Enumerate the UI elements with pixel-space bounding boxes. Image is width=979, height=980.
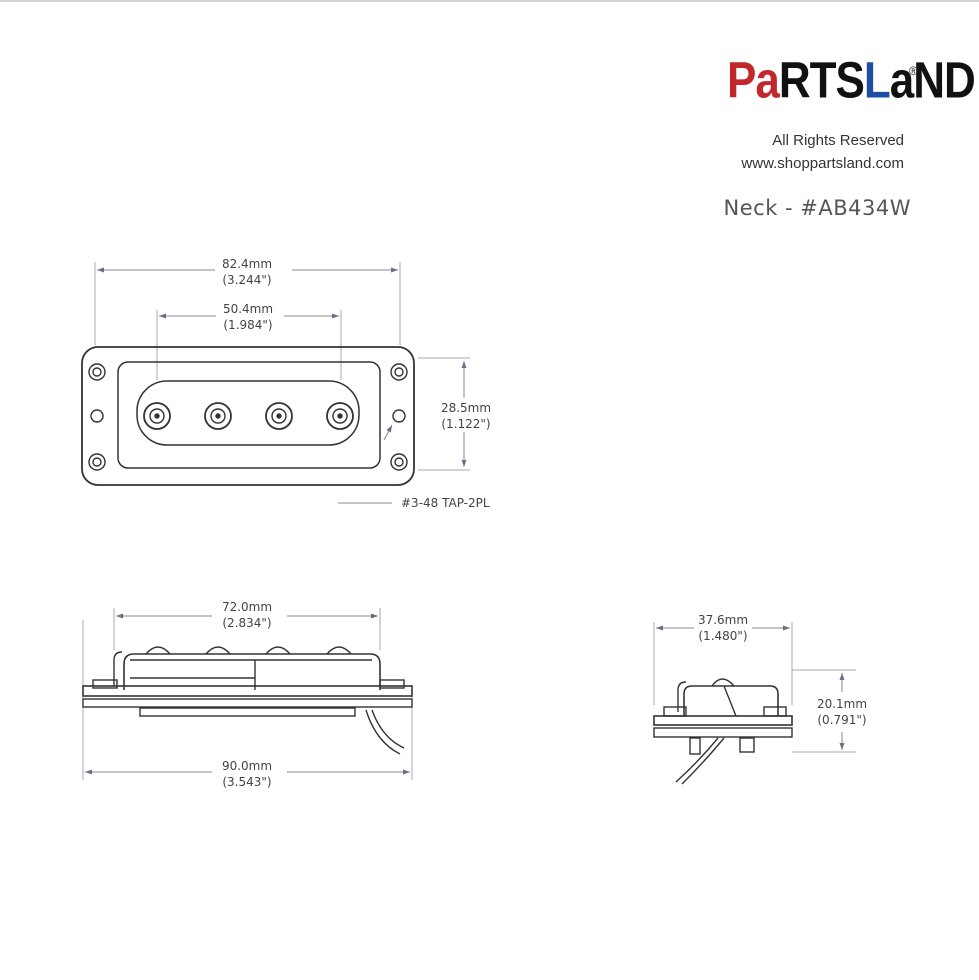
dim-1-480in: (1.480") <box>698 629 747 643</box>
logo-letter: R <box>778 52 811 109</box>
top-dimension-lines <box>97 267 467 504</box>
website-link[interactable]: www.shoppartsland.com <box>741 155 904 172</box>
logo-letter: a <box>889 52 915 109</box>
dim-20-1mm: 20.1mm <box>817 697 867 711</box>
mount-hole <box>90 409 104 423</box>
dim-50-4mm: 50.4mm <box>223 302 273 316</box>
end-cover <box>683 685 779 716</box>
end-ring-plate <box>653 715 793 726</box>
dim-82-4mm: 82.4mm <box>222 257 272 271</box>
dim-3-244in: (3.244") <box>222 273 271 287</box>
end-dimension-lines <box>656 625 845 750</box>
screw-hole <box>88 363 106 381</box>
logo-letter: P <box>727 52 756 109</box>
pole-insert <box>136 380 360 446</box>
dim-28-5mm: 28.5mm <box>441 401 491 415</box>
model-label: Neck - #AB434W <box>723 196 911 220</box>
end-view <box>653 622 856 785</box>
dim-90-0mm: 90.0mm <box>222 759 272 773</box>
ring-plate <box>82 698 413 708</box>
dim-37-6mm: 37.6mm <box>698 613 748 627</box>
side-dimension-lines <box>85 613 410 775</box>
top-border <box>0 0 979 2</box>
pole-piece <box>326 402 354 430</box>
dim-2-834in: (2.834") <box>222 616 271 630</box>
ring-plate <box>82 685 413 697</box>
logo-letter: D <box>944 52 976 109</box>
screw-note: #3-48 TAP-2PL <box>401 496 490 510</box>
logo-letter: T <box>809 52 837 109</box>
rights-text: All Rights Reserved <box>772 132 904 149</box>
pole-piece <box>204 402 232 430</box>
logo-letter: S <box>835 52 865 109</box>
pickup-cover <box>117 361 381 469</box>
side-view <box>82 608 413 780</box>
logo-letter: L <box>863 52 891 109</box>
screw-hole <box>390 363 408 381</box>
logo-letter: a <box>755 52 780 109</box>
mount-hole <box>392 409 406 423</box>
screw-hole <box>390 453 408 471</box>
logo-wordmark: PaRTSLaND <box>727 52 976 109</box>
pickup-cover-side <box>123 653 381 690</box>
dim-1-984in: (1.984") <box>223 318 272 332</box>
dim-72-0mm: 72.0mm <box>222 600 272 614</box>
dim-1-122in: (1.122") <box>441 417 490 431</box>
dim-0-791in: (0.791") <box>817 713 866 727</box>
pole-piece <box>265 402 293 430</box>
end-lead-wire <box>675 737 719 783</box>
lead-wire <box>365 709 401 755</box>
pole-piece <box>143 402 171 430</box>
baseplate <box>139 707 356 717</box>
partsland-logo: PaRTSLaND ® <box>727 52 976 126</box>
registered-mark: ® <box>909 64 918 78</box>
top-view <box>81 262 470 486</box>
logo-letter: N <box>913 52 945 109</box>
screw-hole <box>88 453 106 471</box>
dim-3-543in: (3.543") <box>222 775 271 789</box>
mounting-ring <box>81 346 415 486</box>
